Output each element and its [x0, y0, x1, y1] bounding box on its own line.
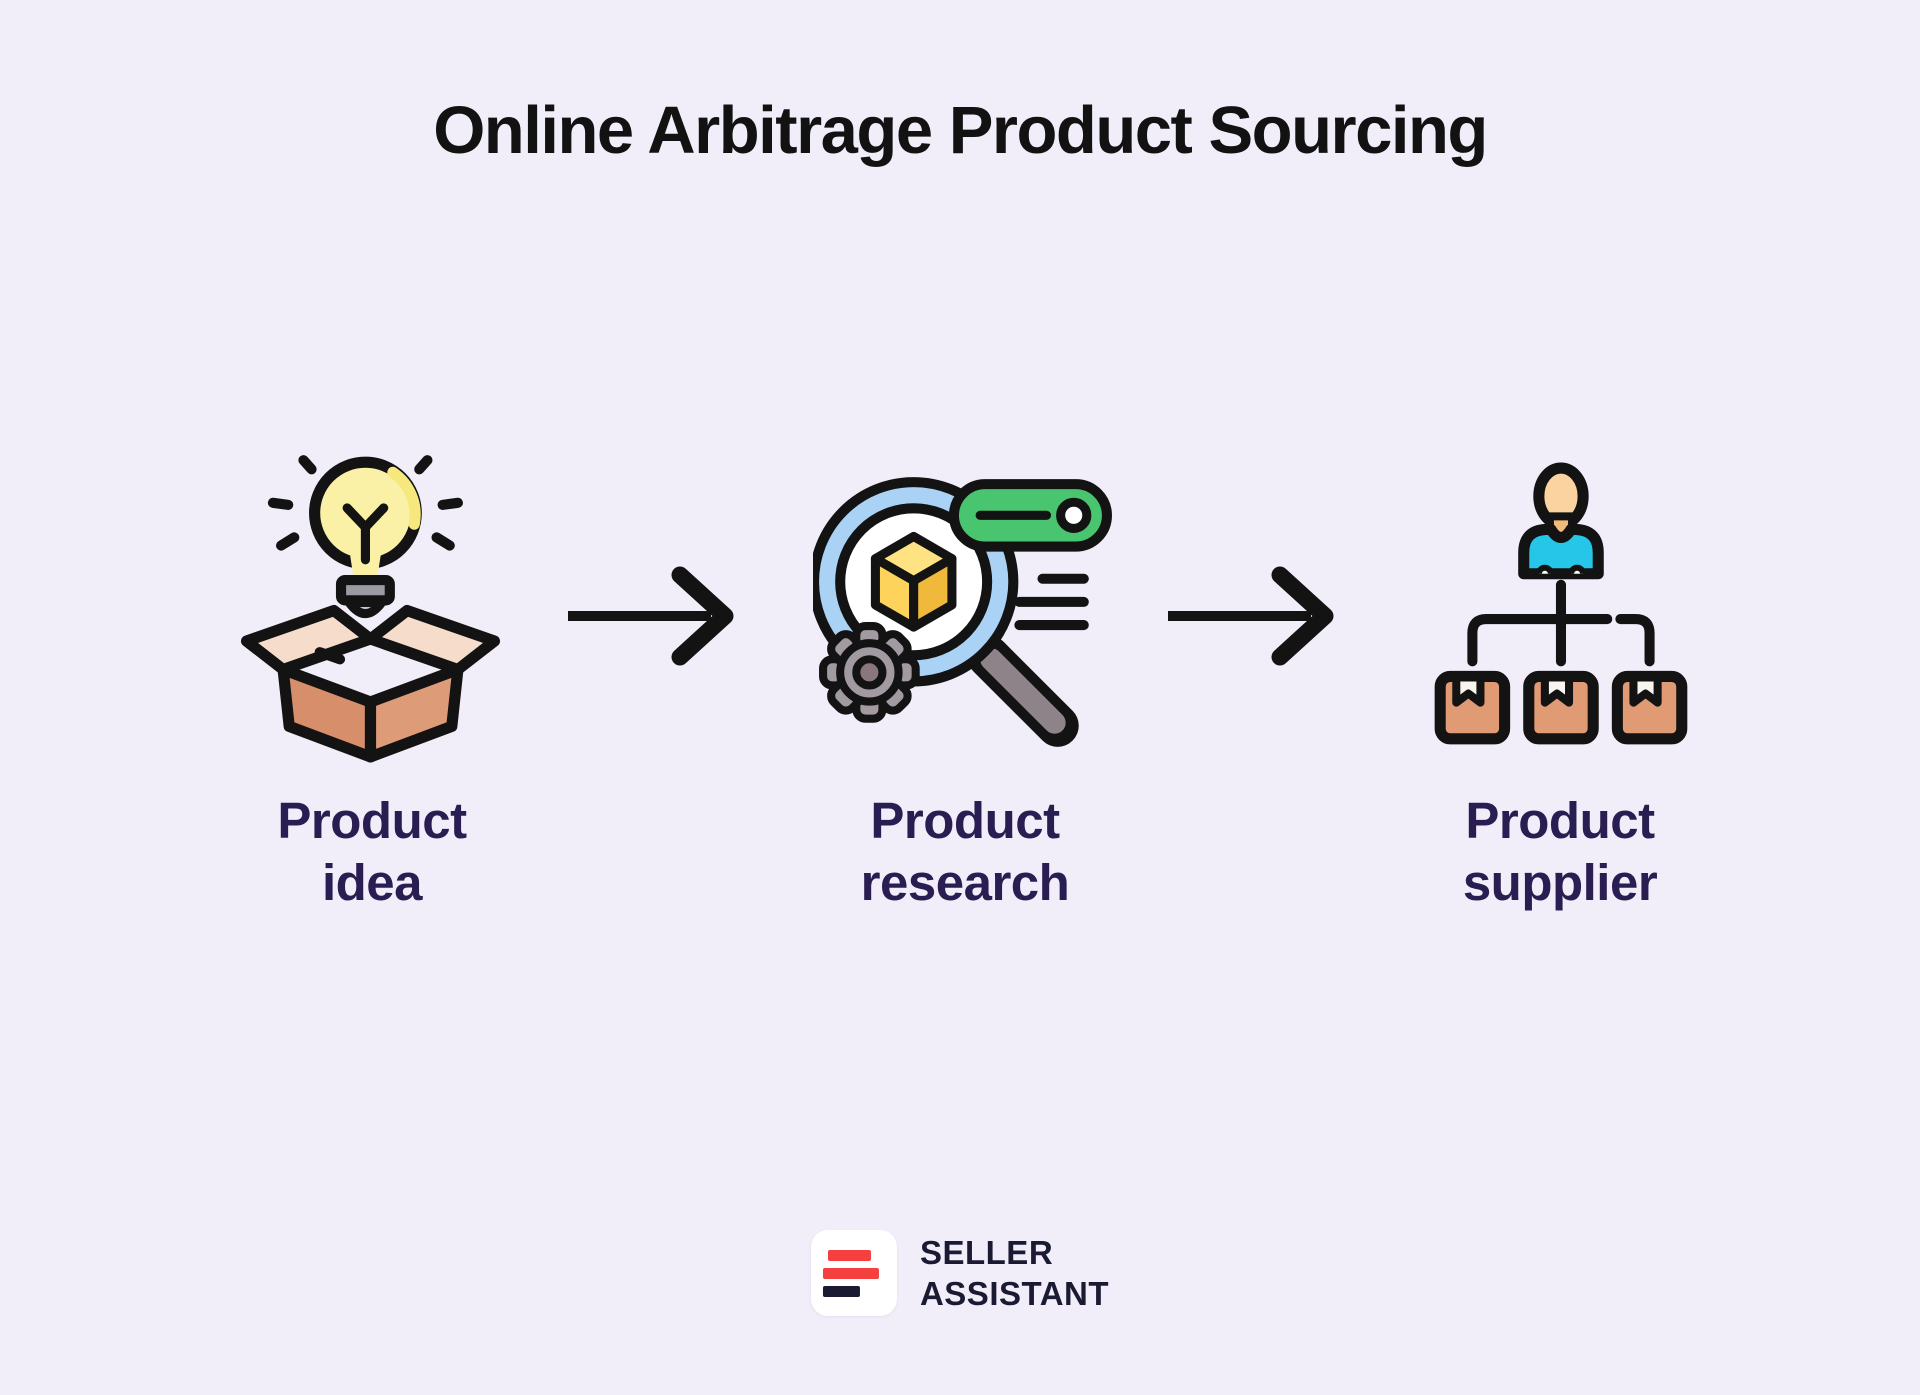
step-label-line: Product	[277, 792, 467, 849]
logo-bar-red-top	[827, 1249, 871, 1261]
seller-assistant-logo: SELLER ASSISTANT	[810, 1230, 1109, 1316]
step-label-line: idea	[321, 854, 423, 912]
brand-name-line: SELLER	[919, 1233, 1054, 1271]
arrow-right-icon	[563, 563, 753, 673]
step-label-line: Product	[1465, 792, 1655, 849]
brand-name-line: ASSISTANT	[919, 1275, 1110, 1312]
logo-bar-red-middle	[822, 1267, 879, 1279]
supplier-network-icon	[1413, 460, 1715, 767]
page-title: Online Arbitrage Product Sourcing	[433, 93, 1488, 168]
logo-bar-dark-bottom	[822, 1285, 860, 1297]
step-label-product-supplier: Product supplier	[1350, 790, 1770, 914]
step-label-product-idea: Product idea	[162, 790, 582, 914]
seller-assistant-logo-icon	[810, 1230, 897, 1316]
step-label-line: research	[860, 854, 1070, 912]
product-research-icon	[808, 466, 1115, 773]
arrow-right-icon	[1163, 563, 1353, 673]
step-label-product-research: Product research	[755, 790, 1175, 914]
step-label-line: Product	[870, 792, 1060, 849]
step-label-line: supplier	[1462, 854, 1658, 912]
brand-name: SELLER ASSISTANT	[920, 1232, 1109, 1315]
idea-box-icon	[218, 450, 523, 770]
